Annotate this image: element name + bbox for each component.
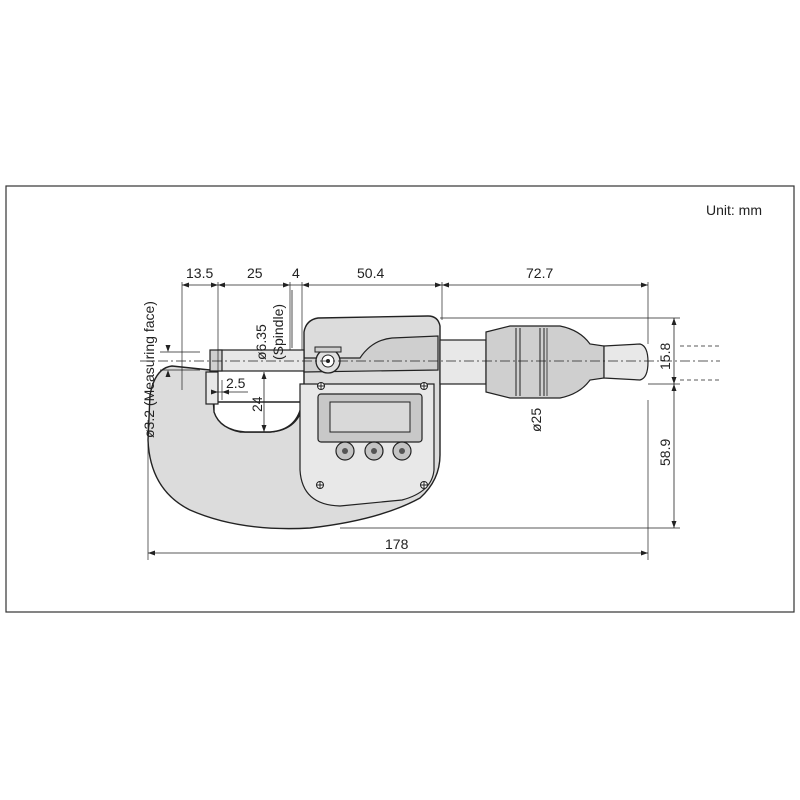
dim-measuring-face: ø3.2 (Measuring face)	[141, 301, 157, 438]
screw-icon	[316, 481, 324, 489]
screw-icon	[317, 382, 325, 390]
screw-icon	[420, 481, 428, 489]
lcd-button-dot	[342, 448, 348, 454]
ratchet-phantom-lines	[680, 345, 720, 381]
sleeve	[439, 339, 487, 385]
micrometer	[147, 315, 649, 530]
dim-spindle-label: (Spindle)	[270, 304, 286, 360]
dim-15-8-arrows	[671, 318, 677, 384]
lcd-button-group	[335, 441, 412, 461]
screw-group	[316, 382, 428, 489]
unit-label: Unit: mm	[706, 202, 762, 218]
dim-4: 4	[292, 265, 300, 281]
lcd-button-dot	[399, 448, 405, 454]
extension-lines	[147, 282, 680, 560]
ratchet-stop-icon[interactable]	[603, 343, 649, 381]
spindle-tip	[209, 349, 223, 372]
dim-13-5: 13.5	[186, 265, 213, 281]
lcd-screen	[329, 401, 411, 433]
dim-spindle-diameter: ø6.35	[253, 324, 269, 360]
dim-15-8: 15.8	[657, 343, 673, 370]
dim-24: 24	[249, 396, 265, 412]
drawing-frame	[5, 185, 795, 613]
measuring-face-arrows	[165, 345, 171, 377]
dim-58-9: 58.9	[657, 439, 673, 466]
lcd-button-dot	[371, 448, 377, 454]
thimble	[485, 325, 605, 399]
spindle-clamp-icon[interactable]	[314, 346, 342, 374]
top-dimension-chain	[182, 282, 648, 288]
anvil	[205, 371, 219, 405]
dim-24-arrows	[261, 372, 267, 432]
dim-50-4: 50.4	[357, 265, 384, 281]
frame-throat	[213, 401, 303, 433]
dim-2-5: 2.5	[226, 375, 246, 391]
dim-2-5-arrows	[211, 389, 229, 395]
dim-72-7: 72.7	[526, 265, 553, 281]
dim-thimble-diameter: ø25	[528, 408, 544, 432]
dim-178: 178	[385, 536, 409, 552]
dim-25: 25	[247, 265, 263, 281]
screw-icon	[420, 382, 428, 390]
